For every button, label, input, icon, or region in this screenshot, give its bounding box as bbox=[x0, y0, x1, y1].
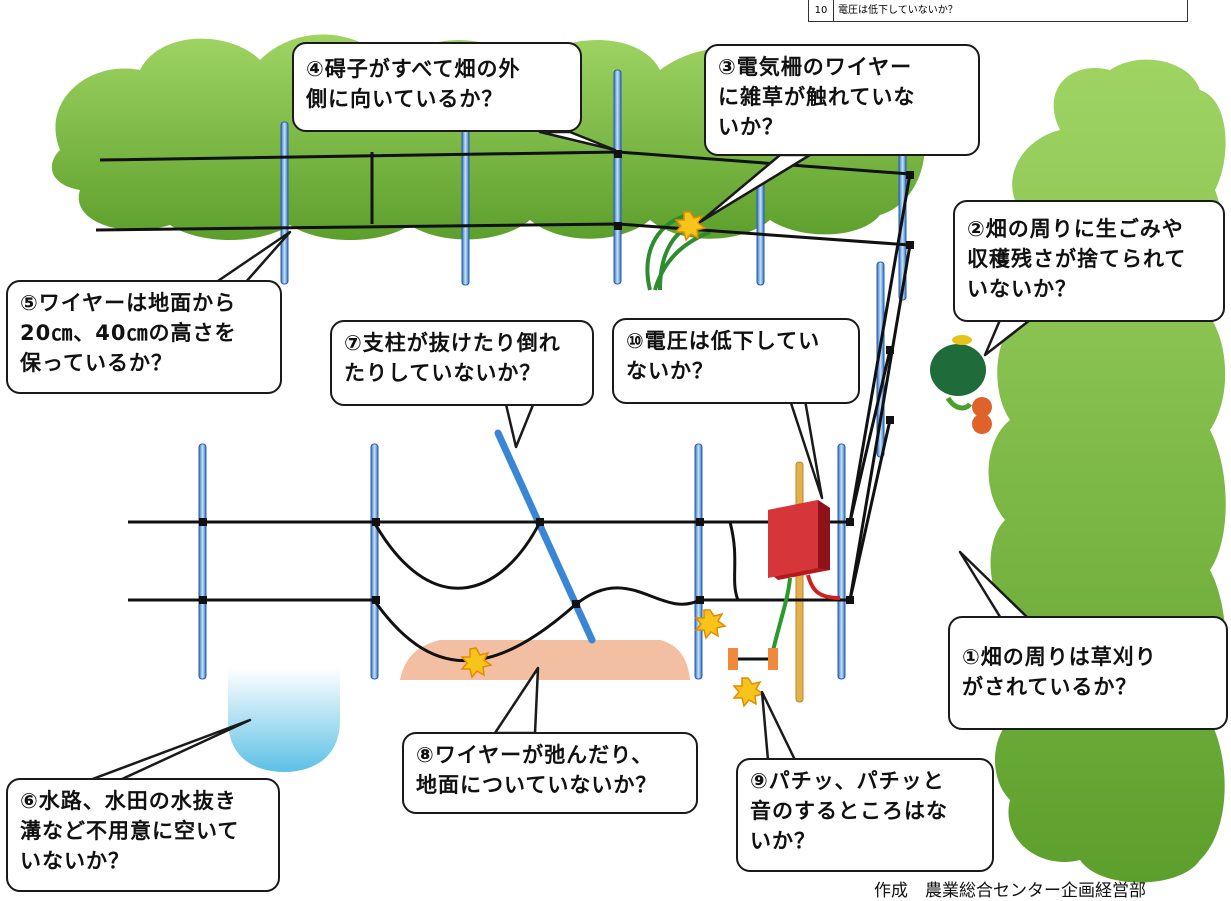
garbage bbox=[930, 335, 992, 434]
callout-10: ⑩電圧は低下してい ないか？ bbox=[612, 318, 860, 404]
callout-2: ②畑の周りに生ごみや 収穫残さが捨てられて いないか？ bbox=[953, 200, 1225, 322]
ground-rod bbox=[728, 648, 778, 670]
callout-9: ⑨パチッ、パチッと 音のするところはな いか？ bbox=[736, 758, 994, 872]
energizer-box bbox=[768, 500, 841, 656]
top-note-text: 電圧は低下していないか？ bbox=[838, 5, 958, 16]
callout-6: ⑥水路、水田の水抜き 溝など不用意に空いて いないか？ bbox=[6, 778, 280, 892]
callout-4: ④碍子がすべて畑の外 側に向いているか？ bbox=[292, 42, 582, 132]
top-note-number: 10 bbox=[809, 0, 834, 21]
sparks bbox=[460, 211, 765, 708]
callout-7: ⑦支柱が抜けたり倒れ たりしていないか？ bbox=[330, 320, 594, 406]
ground-mound bbox=[400, 640, 690, 680]
callout-1: ①畑の周りは草刈り がされているか？ bbox=[948, 616, 1228, 730]
callout-8: ⑧ワイヤーが弛んだり、 地面についていないか？ bbox=[402, 732, 698, 814]
top-note: 10 電圧は低下していないか？ bbox=[808, 0, 1188, 22]
right-bush bbox=[988, 59, 1226, 883]
insulators bbox=[199, 150, 914, 608]
callout-3: ③電気柵のワイヤー に雑草が触れていな いか？ bbox=[704, 44, 980, 156]
credit-text: 作成 農業総合センター企画経営部 bbox=[874, 881, 1146, 901]
callout-5: ⑤ワイヤーは地面から 20㎝、40㎝の高さを 保っているか？ bbox=[6, 280, 282, 394]
water-channel bbox=[228, 668, 340, 772]
